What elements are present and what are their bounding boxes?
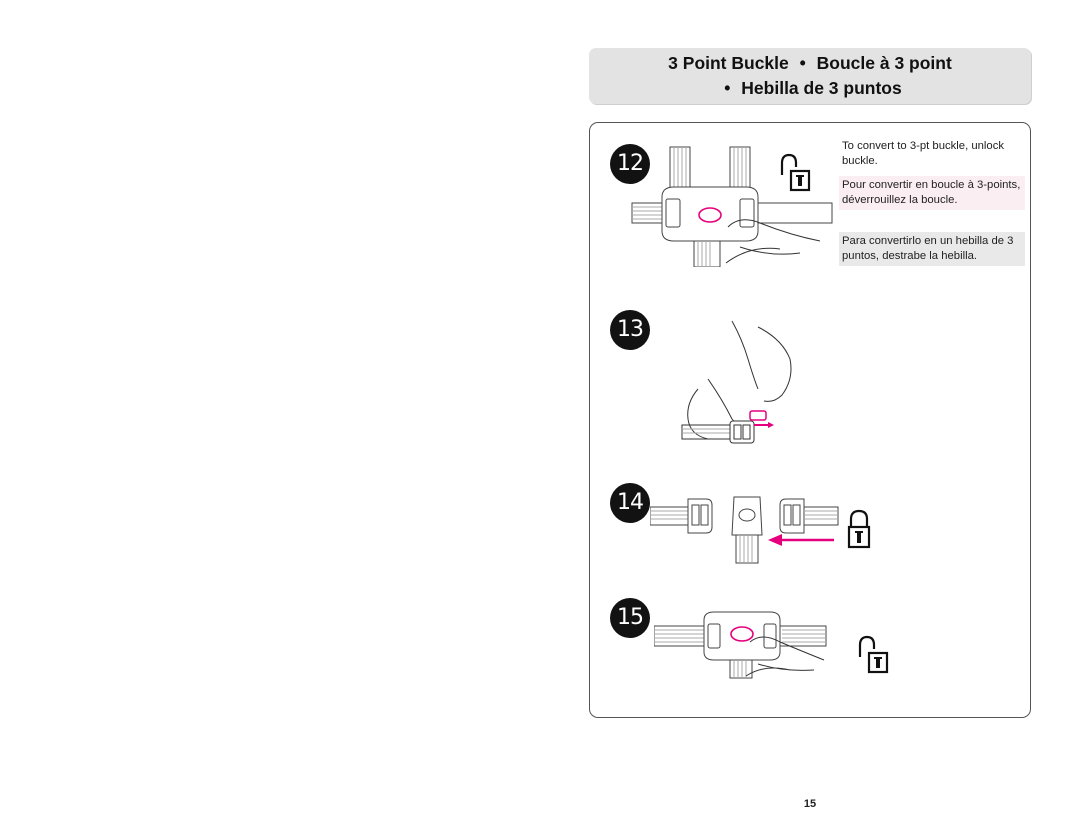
step-number-14: 14 [610,483,650,523]
locked-padlock-icon [847,509,871,549]
section-title: 3 Point Buckle • Boucle à 3 point • Hebi… [589,48,1031,104]
unlocked-padlock-icon [780,153,811,192]
title-spanish: Hebilla de 3 puntos [741,78,902,98]
step-number-15: 15 [610,598,650,638]
step-15-illustration [654,611,827,679]
page-number: 15 [803,798,817,810]
title-french: Boucle à 3 point [816,53,952,73]
title-separator: • [799,53,806,73]
step-number-13: 13 [610,310,650,350]
title-english: 3 Point Buckle [668,53,789,73]
step-13-illustration [681,320,792,444]
title-separator: • [724,78,731,98]
instruction-english: To convert to 3-pt buckle, unlock buckle… [842,140,1005,167]
step-number-12: 12 [610,144,650,184]
instruction-spanish: Para convertirlo en un hebilla de 3 punt… [839,232,1025,266]
unlocked-padlock-icon [858,635,889,674]
instruction-french: Pour convertir en boucle à 3-points, dév… [839,176,1025,210]
title-line-2: • Hebilla de 3 puntos [589,76,1031,101]
push-direction-arrow-icon [768,534,834,546]
instruction-panel: 12 [589,122,1031,718]
step-14-illustration [650,496,839,564]
step-12-illustration [631,146,833,267]
title-line-1: 3 Point Buckle • Boucle à 3 point [589,51,1031,76]
